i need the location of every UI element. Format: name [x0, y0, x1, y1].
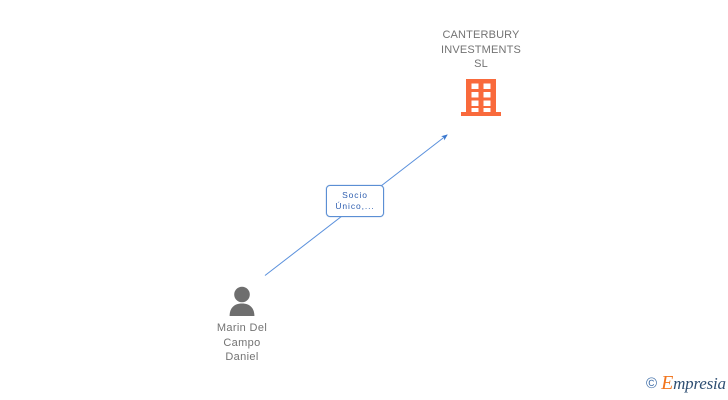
- relation-label-text: Socio Único,...: [335, 189, 375, 212]
- footer-brand-logo: © Empresia: [646, 372, 726, 394]
- company-node[interactable]: CANTERBURY INVESTMENTS SL: [405, 28, 557, 116]
- person-icon: [229, 286, 255, 316]
- copyright-icon: ©: [646, 375, 658, 392]
- brand-rest: mpresia: [673, 374, 726, 393]
- brand-initial: E: [661, 372, 674, 394]
- building-icon: [461, 78, 501, 116]
- company-icon-wrap: [405, 78, 557, 116]
- relation-label-box[interactable]: Socio Único,...: [326, 185, 384, 217]
- person-icon-wrap: [182, 286, 302, 316]
- brand-wordmark: Empresia: [661, 372, 726, 394]
- person-node[interactable]: Marin Del Campo Daniel: [182, 286, 302, 365]
- person-name-label: Marin Del Campo Daniel: [216, 322, 268, 363]
- company-name-label: CANTERBURY INVESTMENTS SL: [441, 29, 521, 70]
